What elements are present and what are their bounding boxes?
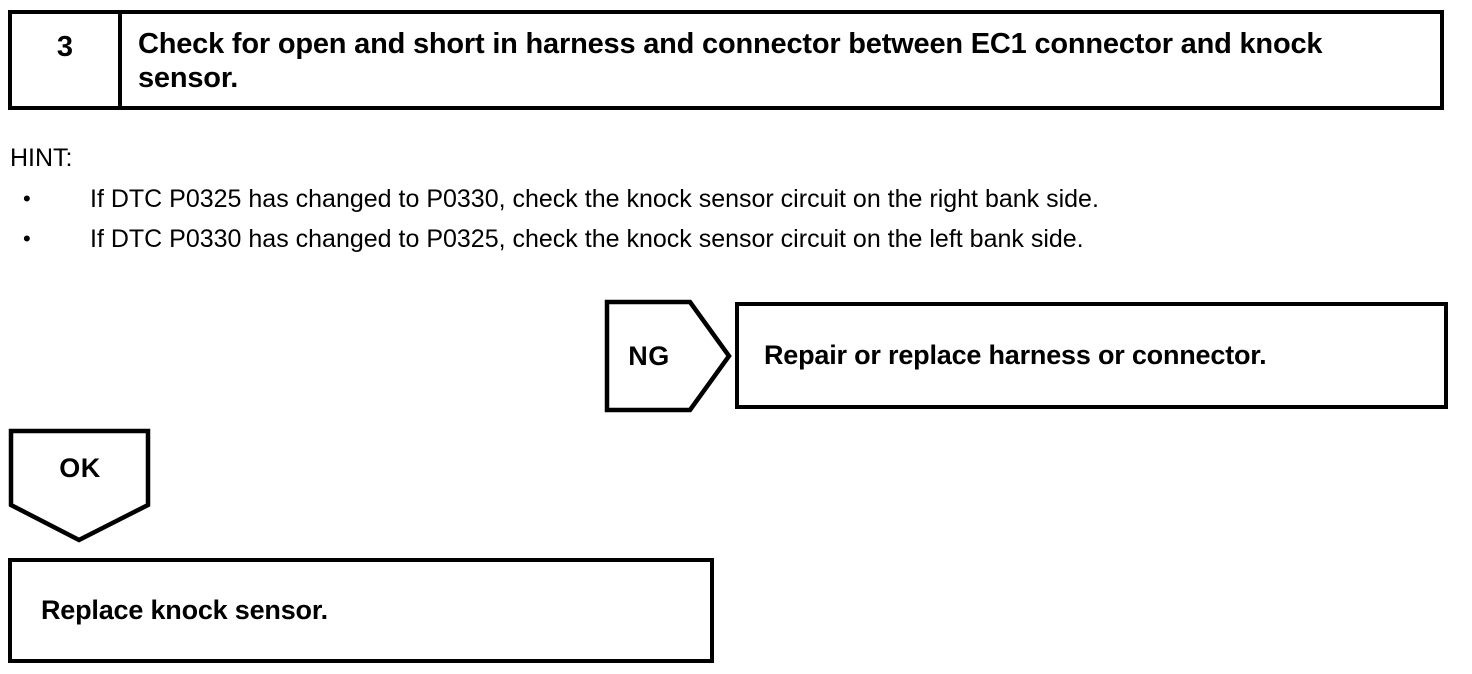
- ng-action-box: Repair or replace harness or connector.: [735, 302, 1448, 409]
- ng-arrow-icon: [604, 299, 732, 413]
- ok-connector: [8, 428, 152, 544]
- hint-item: • If DTC P0330 has changed to P0325, che…: [10, 224, 1390, 254]
- bullet-icon: •: [23, 186, 31, 211]
- step-title: Check for open and short in harness and …: [138, 28, 1323, 94]
- ok-action-box: Replace knock sensor.: [8, 558, 714, 663]
- hint-item-text: If DTC P0330 has changed to P0325, check…: [90, 225, 1084, 253]
- ok-connector-label: OK: [59, 452, 101, 483]
- step-number: 3: [12, 14, 122, 106]
- ng-action-text: Repair or replace harness or connector.: [764, 340, 1267, 370]
- ng-connector-label: NG: [628, 340, 670, 371]
- hint-item-text: If DTC P0325 has changed to P0330, check…: [90, 185, 1099, 213]
- ok-arrow-icon: [8, 428, 151, 543]
- step-header: 3 Check for open and short in harness an…: [8, 10, 1444, 110]
- ok-action-text: Replace knock sensor.: [41, 595, 328, 625]
- step-title-cell: Check for open and short in harness and …: [122, 14, 1440, 106]
- hint-item: • If DTC P0325 has changed to P0330, che…: [10, 184, 1390, 214]
- bullet-icon: •: [23, 226, 31, 251]
- ng-connector: [604, 299, 732, 413]
- hint-label: HINT:: [10, 144, 73, 172]
